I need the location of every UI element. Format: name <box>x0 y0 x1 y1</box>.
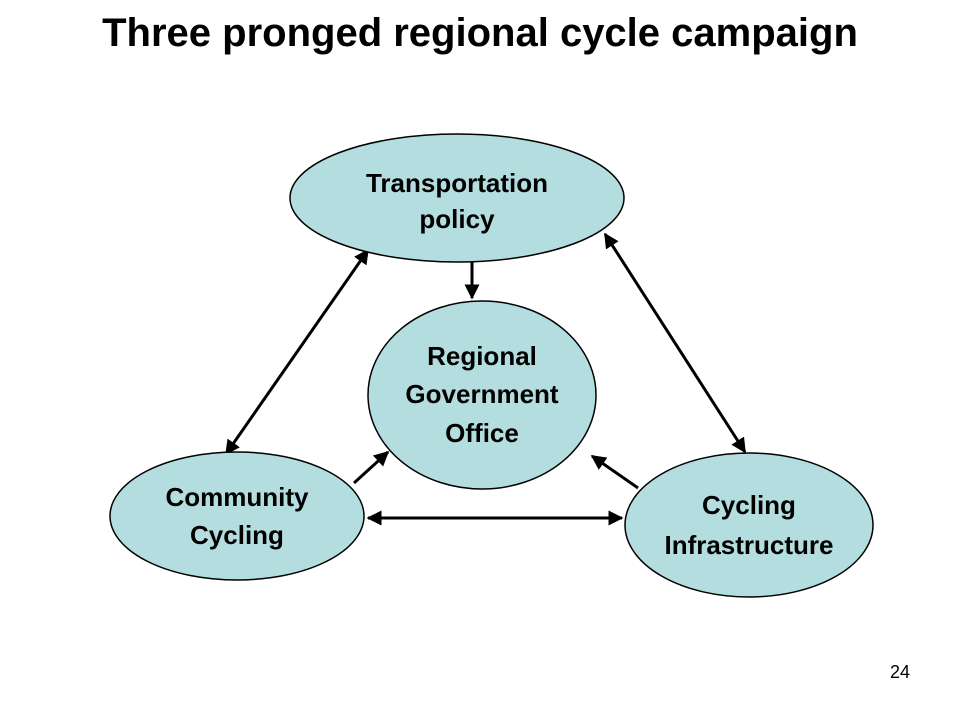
node-transportation-policy-line2: policy <box>419 204 495 234</box>
node-community-cycling-shape <box>109 451 365 581</box>
node-cycling-infrastructure-shape <box>624 452 874 598</box>
node-cycling-infrastructure-line1: Cycling <box>702 490 796 520</box>
node-cycling-infrastructure: Cycling Infrastructure <box>624 452 874 598</box>
node-regional-government-office-line2: Government <box>405 379 558 409</box>
node-regional-government-office-shape <box>367 300 597 490</box>
node-community-cycling-line2: Cycling <box>190 520 284 550</box>
arrow-policy-infrastructure <box>603 232 747 454</box>
node-regional-government-office-line1: Regional <box>427 341 537 371</box>
arrow-policy-community <box>224 248 370 456</box>
arrow-community-to-office <box>352 450 390 485</box>
arrow-infrastructure-to-office <box>590 454 639 490</box>
node-community-cycling-line1: Community <box>166 482 310 512</box>
node-transportation-policy-line1: Transportation <box>366 168 548 198</box>
node-cycling-infrastructure-line2: Infrastructure <box>664 530 833 560</box>
node-regional-government-office-line3: Office <box>445 418 519 448</box>
slide-title: Three pronged regional cycle campaign <box>102 11 858 55</box>
page-number: 24 <box>889 662 910 682</box>
node-community-cycling: Community Cycling <box>109 451 365 581</box>
node-regional-government-office: Regional Government Office <box>367 300 597 490</box>
node-transportation-policy: Transportation policy <box>289 133 625 263</box>
node-transportation-policy-shape <box>289 133 625 263</box>
